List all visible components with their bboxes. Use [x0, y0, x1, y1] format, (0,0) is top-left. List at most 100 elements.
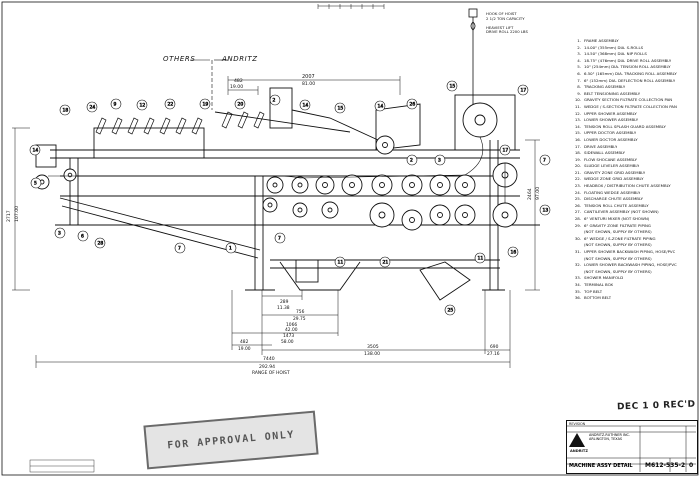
hoist-note: HOOK OF HOIST 2 1/2 TON CAPACITY HEAVIES…	[486, 11, 528, 35]
svg-text:28: 28	[98, 241, 104, 247]
balloon: 11	[334, 256, 346, 268]
balloon: 17	[499, 144, 511, 156]
legend-item: 35.TOP BELT	[574, 288, 603, 294]
bottom-dimension-lines	[35, 290, 511, 368]
balloon: 22	[164, 98, 176, 110]
legend-item: 6.6.50" (165mm) DIA. TRACKING ROLL ASSEM…	[577, 70, 677, 76]
drawing-title: MACHINE ASSY DETAIL	[569, 463, 633, 469]
revision-label: REVISION	[569, 422, 586, 426]
svg-text:11: 11	[478, 256, 484, 262]
legend-item: 25.DISCHARGE CHUTE ASSEMBLY	[574, 196, 644, 202]
callout-balloons: 14 5 18 24 9 12 22 19 20 2 14 15 14 26 1…	[29, 80, 551, 316]
legend-item: 11.WEDGE / S-SECTION FILTRATE COLLECTION…	[574, 103, 677, 109]
legend-item: 34.TERMINAL BOX	[574, 281, 614, 287]
balloon: 15	[446, 80, 458, 92]
svg-text:9: 9	[114, 102, 117, 108]
wedge-zone-plates	[95, 111, 265, 135]
svg-text:5: 5	[34, 181, 37, 187]
legend-item: 17.DRIVE ASSEMBLY	[574, 143, 618, 149]
legend-item: 28.6" VENTURI MIXER (NOT SHOWN)	[574, 216, 650, 222]
legend-item: 9.BELT TENSIONING ASSEMBLY	[577, 90, 641, 96]
balloon: 24	[86, 101, 98, 113]
dim-b2-mm: 1066	[286, 322, 297, 328]
balloon: 5	[30, 177, 42, 189]
legend-item: 32.LOWER SHOWER BACKWASH PIPING, HOSE/PV…	[574, 262, 677, 268]
dim-top-overall-in: 81.00	[302, 81, 315, 87]
dim-right-height-mm: 2464	[527, 188, 533, 200]
legend-item: 19.FLOW SHOCANE ASSEMBLY	[574, 156, 637, 162]
dim-bottom-mid-in: 138.00	[364, 351, 380, 357]
svg-text:15: 15	[338, 106, 344, 112]
svg-text:15: 15	[450, 84, 456, 90]
balloon: 14	[29, 144, 41, 156]
legend-item: 15.UPPER DOCTOR ASSEMBLY	[574, 130, 637, 136]
legend-item: 14.TENSION ROLL SPLASH GUARD ASSEMBLY	[574, 123, 666, 129]
company-name: ANDRITZ	[570, 449, 588, 453]
dim-b4-mm: 482	[240, 339, 249, 345]
balloon: 7	[174, 242, 186, 254]
svg-text:2: 2	[410, 158, 413, 164]
legend-item: 13.LOWER SHOWER ASSEMBLY	[574, 117, 639, 123]
svg-text:3: 3	[438, 158, 441, 164]
svg-text:17: 17	[503, 148, 509, 154]
notes-block	[29, 459, 95, 473]
svg-text:22: 22	[168, 102, 174, 108]
balloon: 18	[59, 104, 71, 116]
scope-label-andritz: ANDRITZ	[222, 55, 258, 63]
left-height-dimension	[12, 127, 30, 291]
legend-item: 12.UPPER SHOWER ASSEMBLY	[574, 110, 637, 116]
balloon: 3	[434, 154, 446, 166]
svg-text:14: 14	[378, 104, 384, 110]
balloon: 26	[406, 98, 418, 110]
approval-stamp-text: FOR APPROVAL ONLY	[166, 428, 296, 452]
legend-item: (NOT SHOWN, SUPPLY BY OTHERS)	[584, 242, 652, 248]
legend-item: 26.TENSION ROLL CHUTE ASSEMBLY	[574, 202, 649, 208]
legend-item: 10.GRAVITY SECTION FILTRATE COLLECTION P…	[574, 97, 673, 103]
title-block-lines	[566, 425, 696, 472]
legend-item: 20.SLUDGE LEVELER ASSEMBLY	[574, 163, 640, 169]
svg-text:20: 20	[238, 102, 244, 108]
svg-text:19: 19	[203, 102, 209, 108]
svg-text:6: 6	[81, 234, 84, 240]
dim-b4-in: 19.00	[238, 346, 251, 352]
dim-b5-in: 11.38	[277, 305, 290, 311]
legend-item: 16.LOWER DOCTOR ASSEMBLY	[574, 136, 638, 142]
legend-item: 1.FRAME ASSEMBLY	[577, 38, 619, 43]
svg-text:25: 25	[448, 308, 454, 314]
balloon: 20	[234, 98, 246, 110]
balloon: 14	[374, 100, 386, 112]
company-logo-icon	[569, 433, 585, 447]
legend-item: (NOT SHOWN, SUPPLY BY OTHERS)	[584, 268, 652, 274]
dim-bottom-right-mm: 690	[490, 344, 499, 350]
legend-item: 22.WEDGE ZONE GRID ASSEMBLY	[574, 176, 644, 182]
belt-path	[48, 136, 506, 203]
svg-text:7: 7	[278, 236, 281, 242]
svg-text:14: 14	[303, 103, 309, 109]
dim-left-height-in: 107.00	[14, 206, 20, 222]
top-dimension-lines	[227, 76, 401, 95]
legend-item: 21.GRAVITY ZONE GRID ASSEMBLY	[574, 169, 646, 175]
legend-item: 3.14.50" (368mm) DIA. NIP ROLLS	[577, 51, 647, 57]
legend-item: 23.HEADBOX / DISTRIBUTION CHUTE ASSEMBLY	[574, 183, 671, 189]
dim-top-overall-mm: 2007	[302, 74, 315, 80]
balloon: 25	[444, 304, 456, 316]
dim-b2-in: 42.00	[285, 327, 298, 333]
balloon: 3	[54, 227, 66, 239]
dim-b1-in: 58.00	[281, 339, 294, 345]
balloon: 21	[379, 256, 391, 268]
dim-top-left-mm: 482	[234, 78, 243, 84]
legend-item: 33.SHOWER MANIFOLD	[574, 275, 624, 281]
svg-text:24: 24	[90, 105, 96, 111]
balloon: 13	[539, 204, 551, 216]
dim-range-mm: 7440	[263, 356, 275, 362]
balloon: 11	[474, 252, 486, 264]
balloon: 19	[199, 98, 211, 110]
balloon: 6	[77, 230, 89, 242]
svg-text:17: 17	[521, 88, 527, 94]
top-ruler	[317, 4, 385, 9]
balloon: 17	[517, 84, 529, 96]
balloon: 1	[225, 242, 237, 254]
balloon: 14	[299, 99, 311, 111]
right-height-dimension	[525, 139, 540, 291]
